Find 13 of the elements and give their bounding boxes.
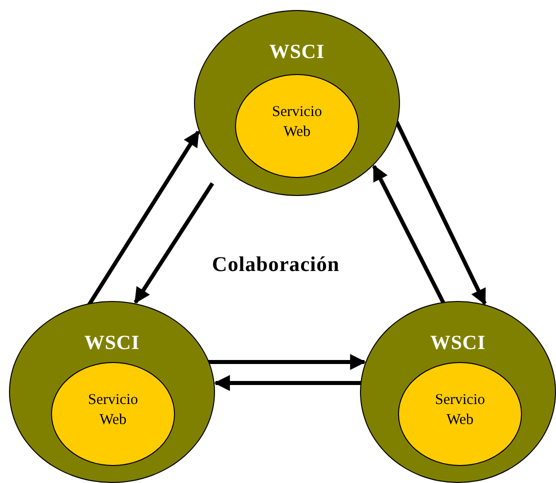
ellipse-title: WSCI xyxy=(430,332,486,354)
ellipse-label: Servicio Web xyxy=(87,391,139,430)
arrow xyxy=(372,164,446,305)
ellipse-label: Servicio Web xyxy=(271,103,323,142)
arrow xyxy=(207,354,366,370)
ellipse-title: WSCI xyxy=(269,41,325,63)
ellipse-label: Servicio Web xyxy=(434,391,486,430)
arrow xyxy=(394,120,487,306)
center-label: Colaboración xyxy=(212,251,340,277)
ellipse-title: WSCI xyxy=(84,332,140,354)
arrow xyxy=(87,130,200,306)
arrow xyxy=(134,182,214,304)
arrow xyxy=(214,375,362,391)
